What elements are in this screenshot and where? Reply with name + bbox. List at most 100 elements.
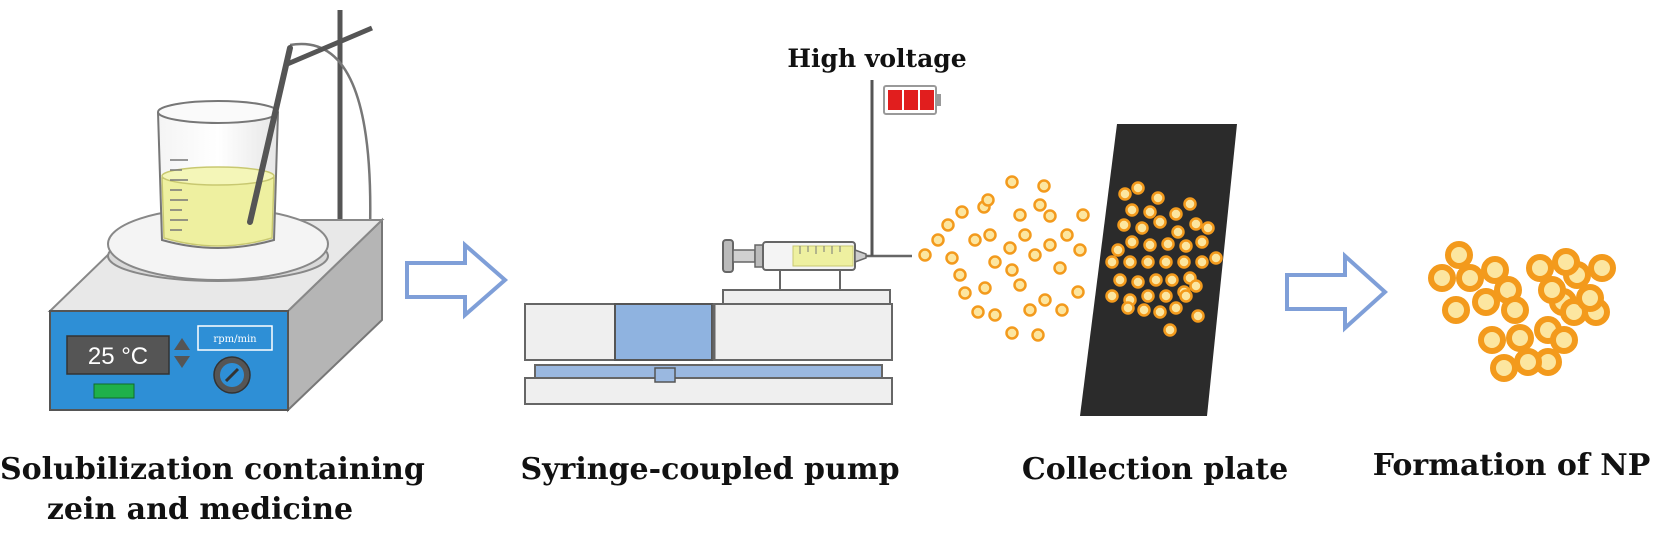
temperature-readout: 25 °C: [88, 343, 148, 370]
nanoparticle-cluster: [1428, 241, 1616, 382]
caption-solubilization-line1: Solubilization containing: [0, 452, 425, 487]
collection-plate: [1080, 124, 1237, 416]
temp-down-icon: [174, 356, 190, 368]
beaker-graduations: [170, 159, 188, 231]
nanoparticle: [1550, 326, 1578, 354]
collected-particle: [1169, 301, 1183, 315]
nanoparticle: [1526, 254, 1554, 282]
collected-particle: [1153, 215, 1167, 229]
collected-particle: [1179, 289, 1193, 303]
nanoparticle: [1506, 324, 1534, 352]
collected-particle: [1105, 289, 1119, 303]
nanoparticle: [1442, 296, 1470, 324]
spray-droplet: [971, 305, 985, 319]
nanoparticle: [1538, 276, 1566, 304]
temperature-display: [66, 335, 170, 375]
collected-particle: [1151, 191, 1165, 205]
spray-droplet: [918, 248, 932, 262]
flow-arrow-2: [1285, 251, 1388, 333]
spray-droplet: [978, 281, 992, 295]
collected-particle: [1113, 273, 1127, 287]
collected-particle: [1125, 235, 1139, 249]
collected-particle: [1117, 218, 1131, 232]
hotplate-stirrer: 25 °C rpm/min: [47, 10, 385, 413]
temp-up-icon: [174, 338, 190, 350]
collected-particle: [1179, 239, 1193, 253]
spray-droplet: [1013, 278, 1027, 292]
collected-particle: [1143, 205, 1157, 219]
spray-droplet: [1043, 209, 1057, 223]
spray-droplet: [981, 193, 995, 207]
nanoparticle: [1588, 254, 1616, 282]
spray-droplet: [953, 268, 967, 282]
spray-droplet: [988, 308, 1002, 322]
nanoparticle: [1501, 296, 1529, 324]
spray-droplet: [1060, 228, 1074, 242]
spray-droplet: [1038, 293, 1052, 307]
nanoparticle: [1445, 241, 1473, 269]
spray-droplet: [941, 218, 955, 232]
collected-particles: [1105, 181, 1223, 337]
speed-label-box: [197, 325, 273, 351]
high-voltage-label: High voltage: [787, 44, 966, 73]
spray-droplet: [931, 233, 945, 247]
nanoparticle: [1478, 326, 1506, 354]
flow-arrow-1: [405, 240, 509, 320]
collected-particle: [1195, 235, 1209, 249]
spray-droplet: [1005, 263, 1019, 277]
spray-droplet: [983, 228, 997, 242]
collected-particle: [1135, 221, 1149, 235]
nanoparticle: [1481, 256, 1509, 284]
spray-droplet: [1053, 261, 1067, 275]
collected-particle: [1111, 243, 1125, 257]
spray-droplet: [1076, 208, 1090, 222]
thermometer-rod: [247, 45, 293, 225]
collected-particle: [1118, 187, 1132, 201]
nanoparticle: [1514, 348, 1542, 376]
collected-particle: [1141, 255, 1155, 269]
caption-solubilization: Solubilization containing zein and medic…: [0, 450, 425, 530]
nanoparticle: [1576, 284, 1604, 312]
collected-particle: [1163, 323, 1177, 337]
collected-particle: [1171, 225, 1185, 239]
spray-droplet: [1055, 303, 1069, 317]
spray-droplet: [1071, 285, 1085, 299]
syringe-tip: [854, 248, 867, 264]
speed-knob-pointer: [224, 367, 240, 383]
caption-solubilization-line2: zein and medicine: [46, 492, 354, 527]
collected-particle: [1149, 273, 1163, 287]
nanoparticle: [1472, 288, 1500, 316]
speed-unit-label: rpm/min: [213, 334, 257, 345]
spray-droplet: [1043, 238, 1057, 252]
collected-particle: [1131, 181, 1145, 195]
collected-particle: [1209, 251, 1223, 265]
collected-particle: [1195, 255, 1209, 269]
spray-droplet: [1033, 198, 1047, 212]
spray-droplet: [1003, 241, 1017, 255]
spray-droplet: [1018, 228, 1032, 242]
caption-collection-plate: Collection plate: [1021, 452, 1289, 487]
collected-particle: [1105, 255, 1119, 269]
nanoparticle: [1552, 248, 1580, 276]
collected-particle: [1161, 237, 1175, 251]
rail-slider: [654, 367, 676, 383]
spray-droplet: [1005, 175, 1019, 189]
collected-particle: [1189, 279, 1203, 293]
syringe-platform: [722, 289, 891, 305]
collected-particle: [1143, 238, 1157, 252]
pump-pusher-block: [614, 303, 713, 361]
spray-droplet: [955, 205, 969, 219]
plunger-flange: [754, 244, 764, 268]
nanoparticle: [1490, 354, 1518, 382]
electrospray-cloud: [918, 175, 1090, 342]
collected-particle: [1131, 275, 1145, 289]
collected-particle: [1183, 197, 1197, 211]
spray-droplet: [1073, 243, 1087, 257]
spray-droplet: [1005, 326, 1019, 340]
collected-particle: [1121, 301, 1135, 315]
stand-arm: [289, 42, 372, 231]
syringe-graduations: [799, 246, 841, 254]
nanoparticle: [1428, 264, 1456, 292]
plunger-rod: [732, 249, 756, 263]
